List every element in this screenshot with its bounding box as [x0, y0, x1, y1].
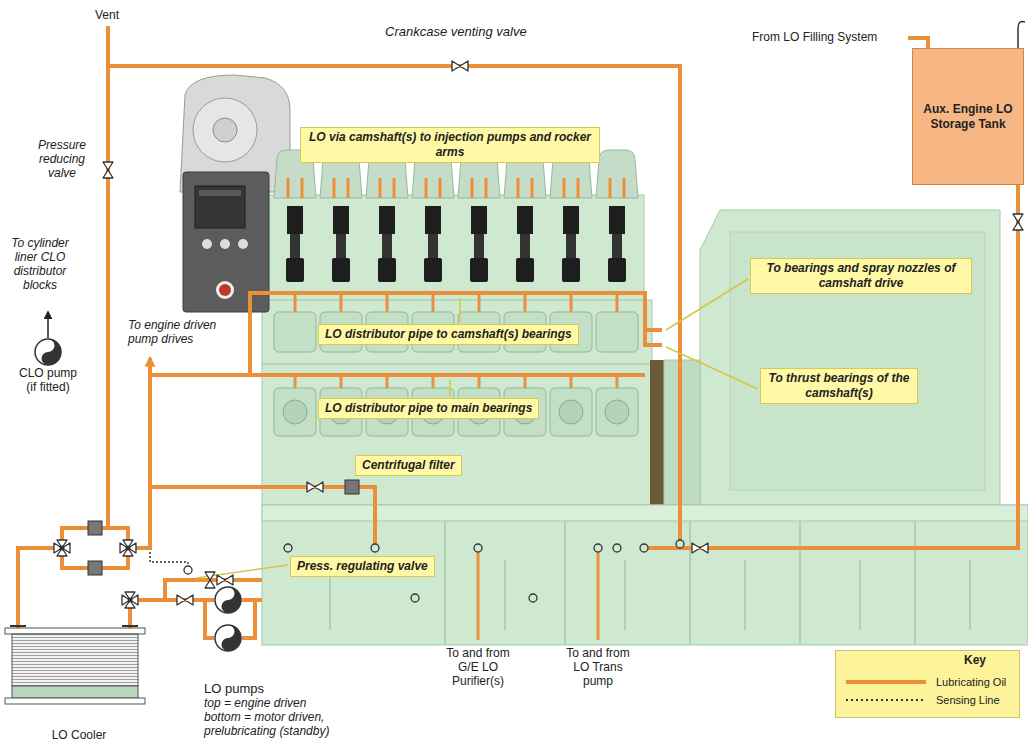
valves: [54, 61, 1023, 608]
node-text: Aux. Engine LO Storage Tank: [917, 102, 1019, 132]
sensing-line: [150, 552, 188, 566]
pipe-label: To and from G/E LO Purifier(s): [438, 646, 518, 688]
node-text: LO distributor pipe to main bearings: [325, 401, 532, 416]
valve-label: Pressure reducing valve: [30, 138, 94, 180]
legend-title: Key: [935, 653, 1015, 667]
legend-line-sample: [846, 677, 926, 687]
legend-row: Lubricating Oil: [836, 675, 1021, 689]
vent-label: Vent: [95, 8, 119, 22]
callout-box: To bearings and spray nozzles of camshaf…: [750, 258, 972, 294]
tank-vent-pipe: [1018, 22, 1025, 48]
lo-cooler: [5, 626, 145, 704]
callout-box: To thrust bearings of the camshaft(s): [760, 368, 918, 404]
generator: [650, 210, 1000, 505]
lo-cooler: LO Cooler: [4, 612, 154, 742]
valve-label: Crankcase venting valve: [385, 25, 527, 39]
legend-text: Sensing Line: [936, 693, 1000, 707]
pipe-label: From LO Filling System: [752, 30, 877, 44]
callout-box: LO distributor pipe to camshaft(s) beari…: [318, 324, 579, 345]
pump-note: top = engine driven bottom = motor drive…: [204, 696, 346, 738]
legend-box: Lubricating OilSensing Line: [835, 650, 1020, 718]
legend-text: Lubricating Oil: [936, 675, 1006, 689]
node-text: LO distributor pipe to camshaft(s) beari…: [325, 327, 572, 342]
pipe-label: To cylinder liner CLO distributor blocks: [4, 236, 76, 292]
node-text: Centrifugal filter: [362, 458, 455, 473]
callout-box: Press. regulating valve: [290, 556, 435, 577]
clo-outlet-arrow: [47, 312, 49, 338]
callout-box: LO distributor pipe to main bearings: [318, 398, 539, 419]
node-text: CLO pump (if fitted): [14, 366, 82, 394]
node-text: Press. regulating valve: [297, 559, 428, 574]
callout-box: Centrifugal filter: [355, 455, 462, 476]
pump-title: LO pumps: [204, 681, 346, 696]
pipe-ends: [284, 540, 684, 602]
leader-lines: [196, 279, 758, 578]
node-text: To bearings and spray nozzles of camshaf…: [757, 261, 965, 291]
node-text: To thrust bearings of the camshaft(s): [767, 371, 911, 401]
node-text: LO via camshaft(s) to injection pumps an…: [307, 130, 593, 160]
pressure-gauge: [184, 566, 192, 574]
lo-pumps: LO pumpstop = engine driven bottom = mot…: [200, 575, 350, 738]
legend-row: Sensing Line: [836, 693, 1021, 707]
pipe-label: To and from LO Trans pump: [558, 646, 638, 688]
node-text: LO Cooler: [4, 728, 154, 742]
storage-tank: Aux. Engine LO Storage Tank: [912, 48, 1024, 185]
clo-pump: CLO pump (if fitted): [12, 338, 84, 394]
pipe-label: To engine driven pump drives: [128, 318, 236, 346]
callout-box: LO via camshaft(s) to injection pumps an…: [300, 127, 600, 163]
lube-oil-pipes: [18, 26, 1018, 640]
legend-line-sample: [846, 695, 926, 705]
